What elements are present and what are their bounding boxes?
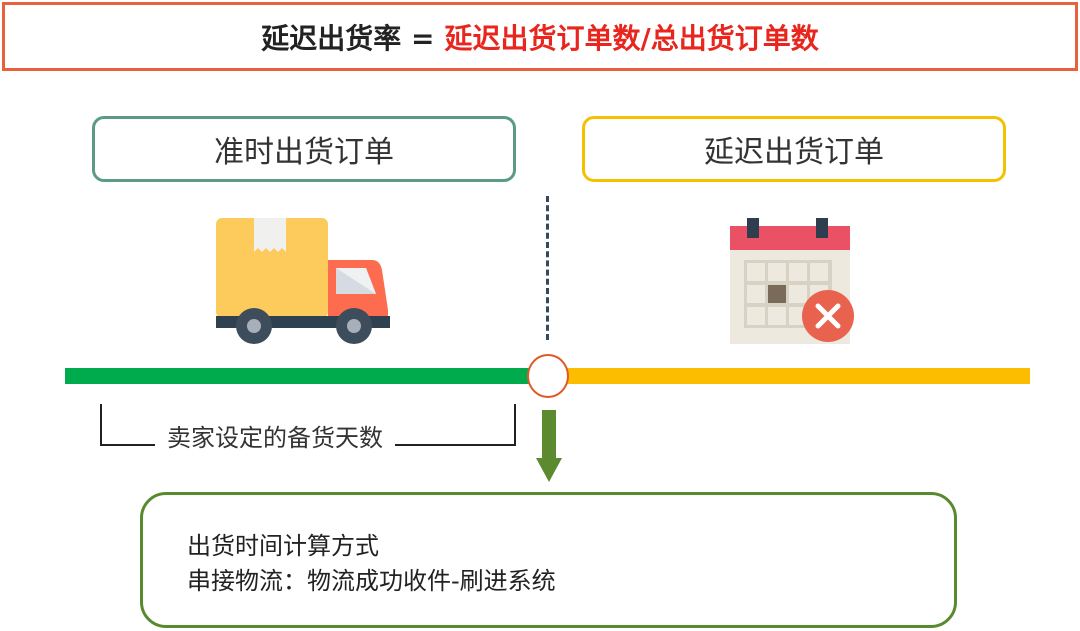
calculation-method-box: 出货时间计算方式 串接物流：物流成功收件-刷进系统 xyxy=(140,492,957,628)
formula-lhs: 延迟出货率 = xyxy=(261,21,435,55)
late-timeline-bar xyxy=(560,368,1030,384)
divider-dashed-line xyxy=(546,196,549,340)
truck-icon xyxy=(216,218,390,344)
formula-rhs: 延迟出货订单数/总出货订单数 xyxy=(444,21,819,55)
calendar-late-icon xyxy=(730,218,854,344)
late-orders-box: 延迟出货订单 xyxy=(582,116,1006,182)
formula-banner: 延迟出货率 = 延迟出货订单数/总出货订单数 xyxy=(2,2,1078,71)
arrow-down-icon xyxy=(536,410,562,482)
method-title: 出货时间计算方式 xyxy=(187,532,379,560)
prep-days-label: 卖家设定的备货天数 xyxy=(155,418,395,453)
on-time-orders-box: 准时出货订单 xyxy=(92,116,516,182)
on-time-timeline-bar xyxy=(65,368,535,384)
deadline-node xyxy=(527,354,569,398)
method-detail: 串接物流：物流成功收件-刷进系统 xyxy=(187,567,556,595)
